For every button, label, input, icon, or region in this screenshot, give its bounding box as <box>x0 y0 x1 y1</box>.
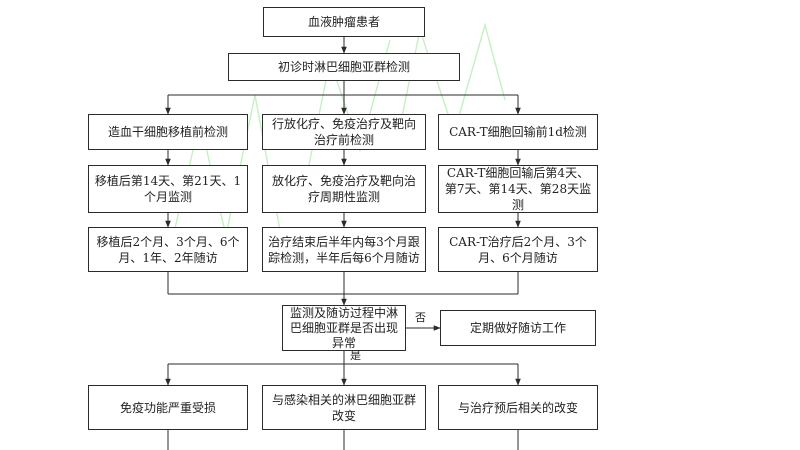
node-infection-change: 与感染相关的淋巴细胞亚群改变 <box>262 385 426 430</box>
node-prognosis-change: 与治疗预后相关的改变 <box>438 385 598 430</box>
node-hsct-pre-label: 造血干细胞移植前检测 <box>107 125 228 139</box>
node-hsct-pre: 造血干细胞移植前检测 <box>88 114 248 150</box>
node-chemo-followup: 治疗结束后半年内每3个月跟踪检测，半年后每6个月随访 <box>262 227 426 272</box>
node-chemo-pre-label: 行放化疗、免疫治疗及靶向治疗前检测 <box>271 117 416 147</box>
node-hsct-followup: 移植后2个月、3个月、6个月、1年、2年随访 <box>88 227 248 272</box>
node-chemo-monitor: 放化疗、免疫治疗及靶向治疗周期性监测 <box>262 165 426 213</box>
edge-label-no: 否 <box>415 311 426 324</box>
node-abnormal-check: 监测及随访过程中淋巴细胞亚群是否出现异常 <box>282 305 406 351</box>
node-cart-pre: CAR-T细胞回输前1d检测 <box>438 114 598 150</box>
node-cart-monitor-label: CAR-T细胞回输后第4天、第7天、第14天、第28天监测 <box>444 166 592 212</box>
node-initial-test: 初诊时淋巴细胞亚群检测 <box>228 53 460 81</box>
node-initial-test-label: 初诊时淋巴细胞亚群检测 <box>277 60 410 74</box>
node-hsct-monitor-label: 移植后第14天、第21天、1个月监测 <box>94 174 242 204</box>
node-cart-followup-label: CAR-T治疗后2个月、3个月、6个月随访 <box>449 234 587 265</box>
edge-label-yes: 是 <box>350 349 361 362</box>
node-abnormal-check-label: 监测及随访过程中淋巴细胞亚群是否出现异常 <box>289 305 398 350</box>
node-cart-pre-label: CAR-T细胞回输前1d检测 <box>449 125 587 139</box>
node-chemo-followup-label: 治疗结束后半年内每3个月跟踪检测，半年后每6个月随访 <box>268 234 420 265</box>
node-patient-label: 血液肿瘤患者 <box>307 15 380 29</box>
node-chemo-pre: 行放化疗、免疫治疗及靶向治疗前检测 <box>262 114 426 150</box>
node-hsct-followup-label: 移植后2个月、3个月、6个月、1年、2年随访 <box>96 234 240 265</box>
node-immune-damage-label: 免疫功能严重受损 <box>119 400 216 415</box>
node-chemo-monitor-label: 放化疗、免疫治疗及靶向治疗周期性监测 <box>271 174 416 204</box>
node-cart-followup: CAR-T治疗后2个月、3个月、6个月随访 <box>438 227 598 272</box>
node-regular-followup-label: 定期做好随访工作 <box>469 321 566 335</box>
node-prognosis-change-label: 与治疗预后相关的改变 <box>457 400 578 415</box>
node-regular-followup: 定期做好随访工作 <box>440 310 596 346</box>
node-infection-change-label: 与感染相关的淋巴细胞亚群改变 <box>271 392 416 423</box>
node-cart-monitor: CAR-T细胞回输后第4天、第7天、第14天、第28天监测 <box>438 165 598 213</box>
node-immune-damage: 免疫功能严重受损 <box>88 385 248 430</box>
node-hsct-monitor: 移植后第14天、第21天、1个月监测 <box>88 165 248 213</box>
node-patient: 血液肿瘤患者 <box>263 7 425 37</box>
